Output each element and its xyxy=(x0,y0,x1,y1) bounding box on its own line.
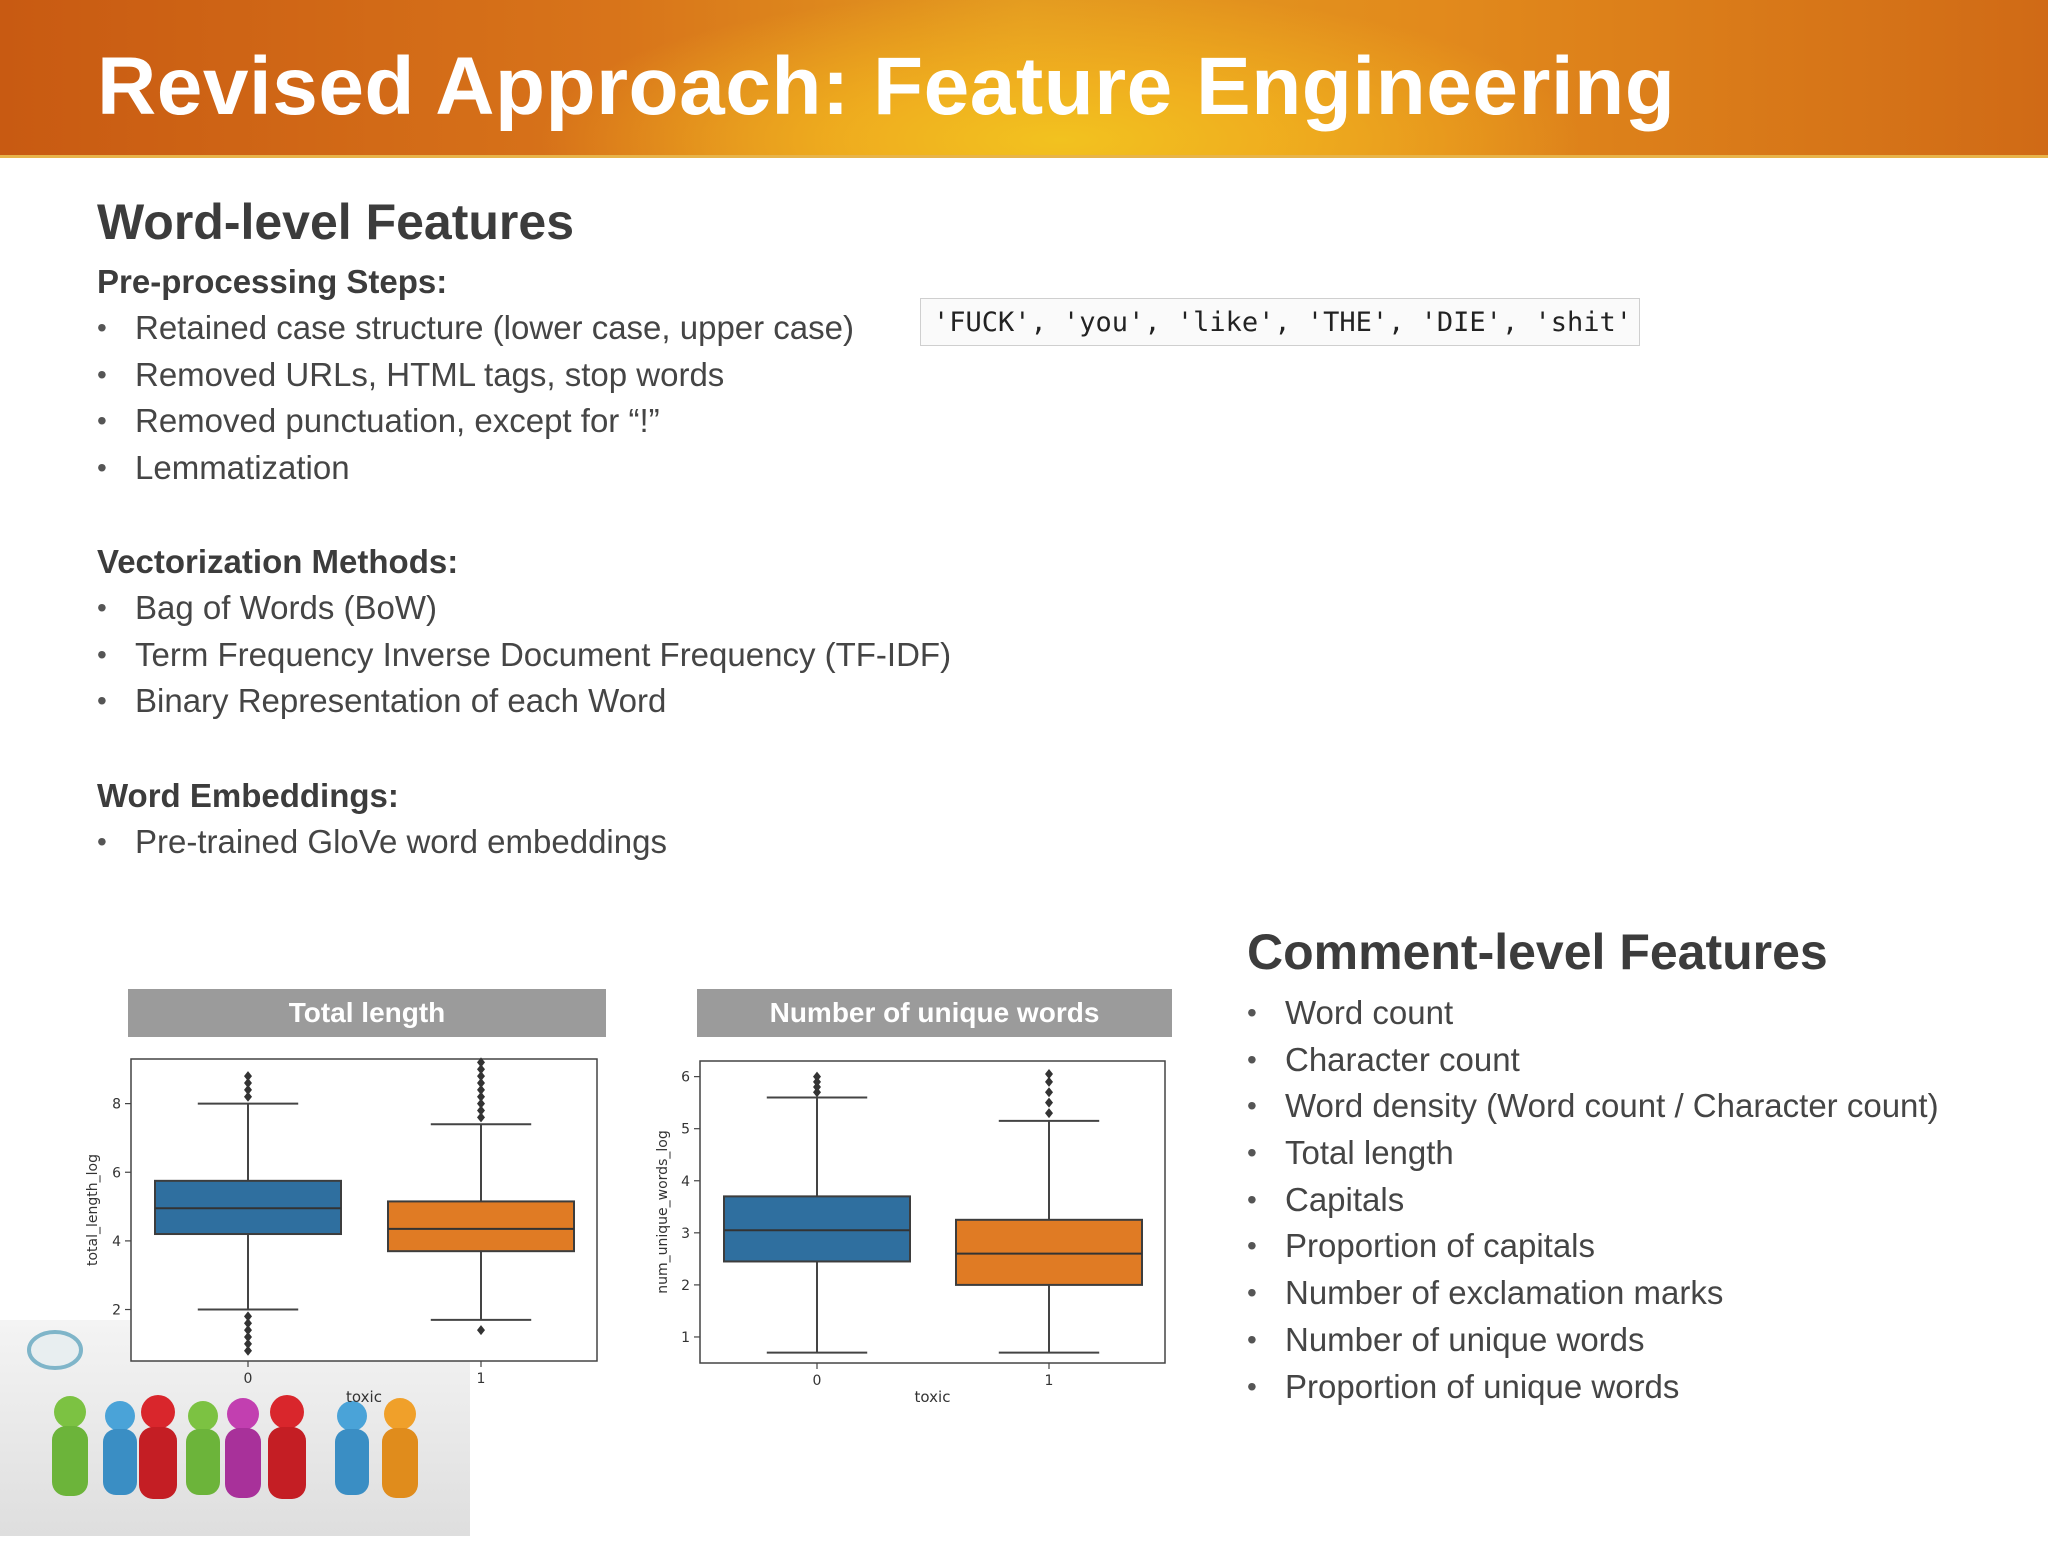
comment-level-list: Word count Character count Word density … xyxy=(1247,990,1939,1410)
speech-bubble-icon xyxy=(27,1330,83,1370)
list-item: Word count xyxy=(1247,990,1939,1037)
outlier-point xyxy=(244,1318,252,1329)
list-item: Removed punctuation, except for “!” xyxy=(97,398,854,445)
list-item: Number of exclamation marks xyxy=(1247,1270,1939,1317)
outlier-point xyxy=(813,1076,821,1087)
people-figures xyxy=(27,1330,418,1499)
outlier-point xyxy=(477,1078,485,1089)
y-axis-label: num_unique_words_log xyxy=(655,1130,671,1293)
outlier-point xyxy=(477,1084,485,1095)
outlier-point xyxy=(244,1084,252,1095)
y-tick-label: 6 xyxy=(112,1165,121,1181)
list-item: Removed URLs, HTML tags, stop words xyxy=(97,352,854,399)
outlier-point xyxy=(1045,1108,1053,1119)
outlier-point xyxy=(813,1082,821,1093)
person-figure xyxy=(335,1401,369,1495)
y-tick-label: 4 xyxy=(681,1174,690,1190)
x-tick-label: 0 xyxy=(813,1373,822,1389)
outlier-point xyxy=(1045,1087,1053,1098)
outlier-point xyxy=(244,1325,252,1336)
outlier-point xyxy=(477,1325,485,1336)
list-item: Proportion of capitals xyxy=(1247,1223,1939,1270)
y-tick-label: 2 xyxy=(112,1303,121,1319)
person-figure xyxy=(139,1395,177,1499)
person-figure xyxy=(103,1401,137,1495)
outlier-point xyxy=(477,1091,485,1102)
list-item: Word density (Word count / Character cou… xyxy=(1247,1083,1939,1130)
embeddings-list: Pre-trained GloVe word embeddings xyxy=(97,819,667,866)
outlier-point xyxy=(477,1105,485,1116)
title-banner: Revised Approach: Feature Engineering xyxy=(0,0,2048,158)
outlier-point xyxy=(813,1071,821,1082)
outlier-point xyxy=(1045,1097,1053,1108)
chart-title: Total length xyxy=(128,989,606,1037)
y-tick-label: 4 xyxy=(112,1234,121,1250)
outlier-point xyxy=(477,1064,485,1075)
outlier-point xyxy=(244,1345,252,1356)
outlier-point xyxy=(813,1087,821,1098)
outlier-point xyxy=(244,1091,252,1102)
person-figure xyxy=(382,1398,418,1498)
y-tick-label: 3 xyxy=(681,1226,690,1242)
x-tick-label: 1 xyxy=(1045,1373,1054,1389)
outlier-point xyxy=(1045,1076,1053,1087)
preprocessing-list: Retained case structure (lower case, upp… xyxy=(97,305,854,492)
x-axis-label: toxic xyxy=(346,1388,382,1406)
slide-title: Revised Approach: Feature Engineering xyxy=(97,41,1676,132)
x-tick-label: 0 xyxy=(244,1371,253,1387)
chart-title: Number of unique words xyxy=(697,989,1172,1037)
word-level-heading: Word-level Features xyxy=(97,194,575,250)
y-axis-label: total_length_log xyxy=(85,1154,101,1266)
outlier-point xyxy=(477,1112,485,1123)
y-tick-label: 5 xyxy=(681,1122,690,1138)
box-1 xyxy=(387,1200,575,1253)
list-item: Total length xyxy=(1247,1130,1939,1177)
x-axis-label: toxic xyxy=(915,1388,951,1406)
y-tick-label: 2 xyxy=(681,1278,690,1294)
x-tick-label: 1 xyxy=(477,1371,486,1387)
vectorization-list: Bag of Words (BoW) Term Frequency Invers… xyxy=(97,585,951,725)
outlier-point xyxy=(244,1078,252,1089)
box-1 xyxy=(955,1218,1143,1286)
y-tick-label: 8 xyxy=(112,1097,121,1113)
outlier-point xyxy=(244,1071,252,1082)
list-item: Term Frequency Inverse Document Frequenc… xyxy=(97,632,951,679)
person-figure xyxy=(52,1396,88,1496)
vectorization-heading: Vectorization Methods: xyxy=(97,543,459,580)
outlier-point xyxy=(244,1331,252,1342)
outlier-point xyxy=(244,1338,252,1349)
list-item: Proportion of unique words xyxy=(1247,1364,1939,1411)
code-sample: 'FUCK', 'you', 'like', 'THE', 'DIE', 'sh… xyxy=(920,298,1640,346)
list-item: Capitals xyxy=(1247,1177,1939,1224)
comment-level-heading: Comment-level Features xyxy=(1247,924,1828,980)
outlier-point xyxy=(477,1071,485,1082)
outlier-point xyxy=(244,1311,252,1322)
embeddings-heading: Word Embeddings: xyxy=(97,777,399,814)
outlier-point xyxy=(1045,1069,1053,1080)
list-item: Number of unique words xyxy=(1247,1317,1939,1364)
list-item: Lemmatization xyxy=(97,445,854,492)
list-item: Character count xyxy=(1247,1037,1939,1084)
list-item: Binary Representation of each Word xyxy=(97,678,951,725)
outlier-point xyxy=(477,1057,485,1068)
person-figure xyxy=(225,1398,261,1498)
person-figure xyxy=(268,1395,306,1499)
preprocessing-heading: Pre-processing Steps: xyxy=(97,263,448,300)
list-item: Retained case structure (lower case, upp… xyxy=(97,305,854,352)
y-tick-label: 1 xyxy=(681,1330,690,1346)
outlier-point xyxy=(477,1098,485,1109)
y-tick-label: 6 xyxy=(681,1070,690,1086)
list-item: Bag of Words (BoW) xyxy=(97,585,951,632)
box-0 xyxy=(723,1195,911,1263)
person-figure xyxy=(186,1401,220,1495)
list-item: Pre-trained GloVe word embeddings xyxy=(97,819,667,866)
